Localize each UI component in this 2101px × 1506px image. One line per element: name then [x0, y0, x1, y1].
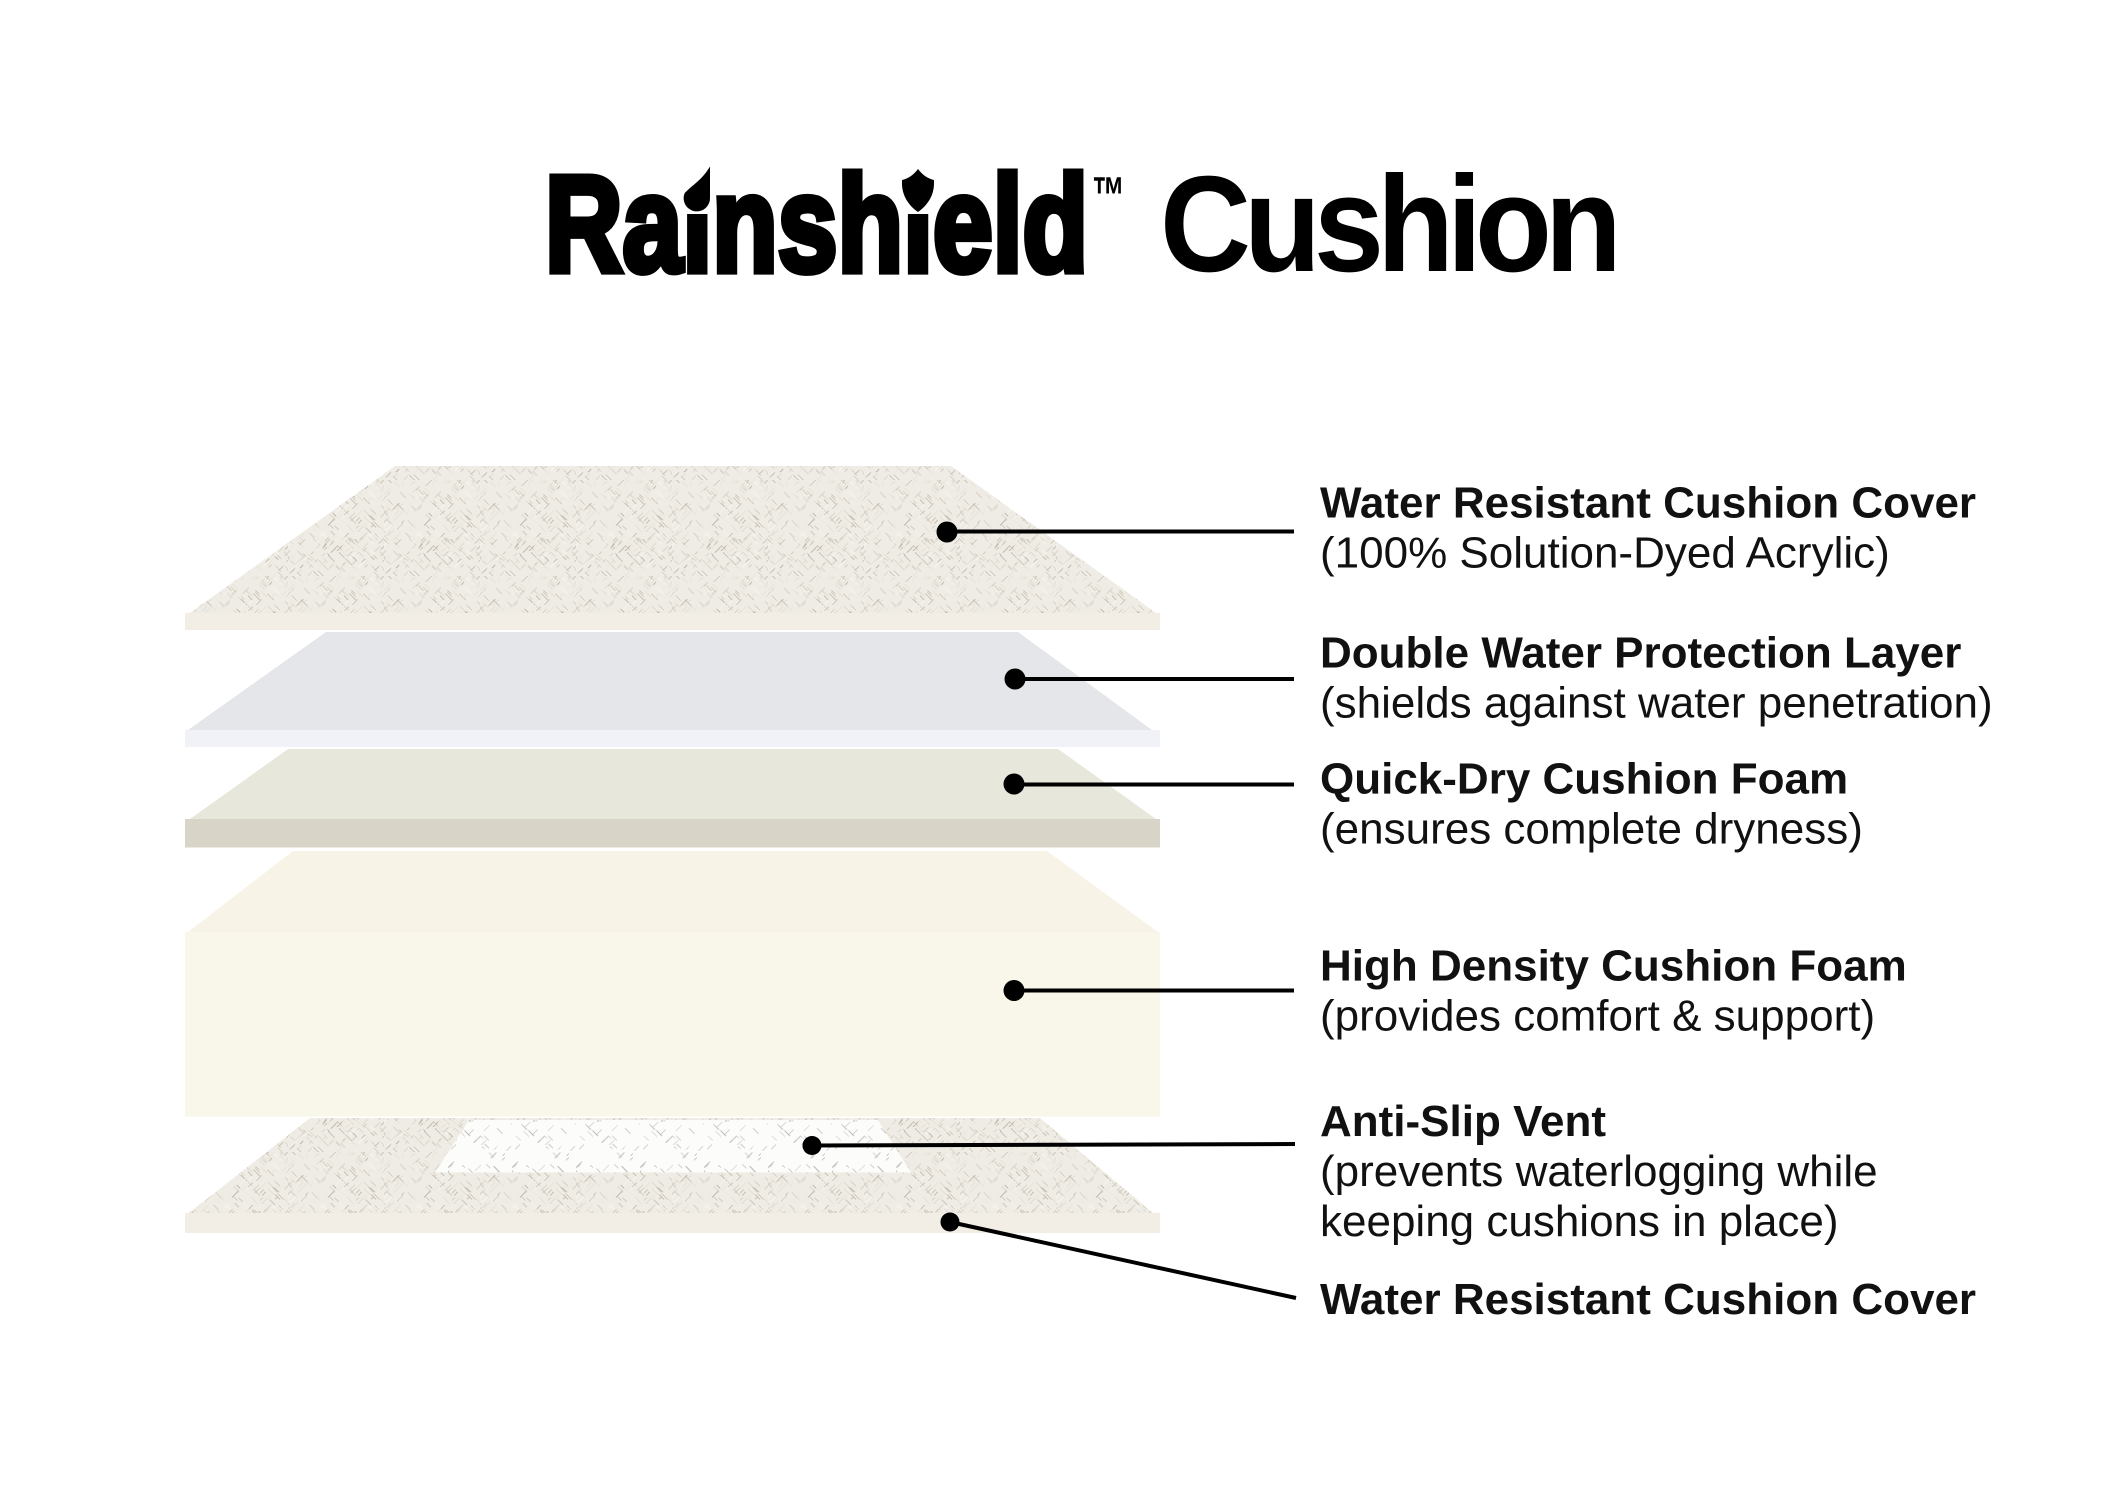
svg-text:(ensures complete dryness): (ensures complete dryness): [1320, 805, 1863, 854]
svg-text:(shields against water penetra: (shields against water penetration): [1320, 679, 1993, 728]
svg-text:Water Resistant Cushion Cover: Water Resistant Cushion Cover: [1320, 1275, 1976, 1324]
svg-text:keeping cushions in place): keeping cushions in place): [1320, 1197, 1839, 1246]
svg-text:Anti-Slip Vent: Anti-Slip Vent: [1320, 1097, 1606, 1146]
svg-text:High Density Cushion Foam: High Density Cushion Foam: [1320, 942, 1907, 991]
svg-text:™: ™: [1092, 167, 1125, 225]
svg-text:Quick-Dry Cushion Foam: Quick-Dry Cushion Foam: [1320, 755, 1848, 804]
svg-text:(100% Solution-Dyed Acrylic): (100% Solution-Dyed Acrylic): [1320, 529, 1890, 578]
svg-text:Raınshıeld: Raınshıeld: [545, 149, 1088, 301]
svg-text:(provides comfort & support): (provides comfort & support): [1320, 992, 1875, 1041]
svg-text:Cushion: Cushion: [1160, 147, 1615, 300]
svg-text:(prevents waterlogging while: (prevents waterlogging while: [1320, 1147, 1878, 1196]
svg-text:Water Resistant Cushion Cover: Water Resistant Cushion Cover: [1320, 479, 1976, 528]
svg-text:Double Water Protection Layer: Double Water Protection Layer: [1320, 629, 1961, 678]
